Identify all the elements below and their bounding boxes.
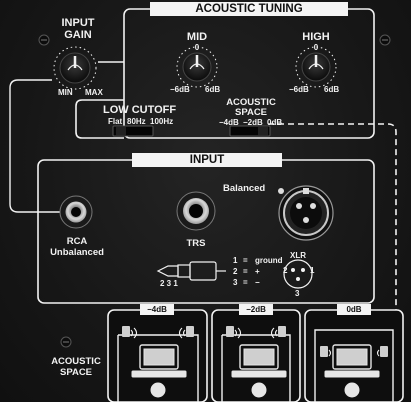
high-knob: [295, 46, 337, 88]
low-cutoff-option: 100Hz: [150, 117, 174, 126]
input-gain-label: INPUT: [61, 17, 95, 29]
low-cutoff-switch: [112, 125, 154, 137]
low-cutoff-label: LOW CUTOFF: [103, 104, 177, 116]
pin-number: 1: [233, 256, 238, 265]
xlr-connector: [278, 185, 334, 241]
xlr-pin-icon: [283, 259, 313, 289]
input-gain-label: GAIN: [64, 29, 92, 41]
rca-jack: [59, 195, 93, 229]
balanced-label: Balanced: [223, 183, 266, 194]
trs-label: TRS: [186, 238, 206, 249]
low-cutoff-option: 80Hz: [127, 117, 146, 126]
high-zero-label: 0: [313, 43, 319, 52]
rca-label: RCA: [66, 236, 88, 247]
trs-plug-numbers: 2 3 1: [160, 279, 178, 288]
pin-number: 2: [233, 267, 238, 276]
gain-min-label: MIN: [58, 88, 73, 97]
acoustic-space-switch: [229, 125, 271, 137]
space-panel-label: −2dB: [239, 304, 273, 315]
space-routing-line: [268, 123, 397, 340]
mid-plus-label: 6dB: [205, 85, 221, 94]
acoustic-space-option: 0dB: [267, 118, 283, 127]
xlr-label: XLR: [290, 251, 306, 260]
high-plus-label: 6dB: [324, 85, 340, 94]
space-panel-label: 0dB: [337, 304, 371, 315]
gain-max-label: MAX: [85, 88, 103, 97]
pin-equals: =: [243, 278, 248, 287]
xlr-pin-label: 1: [310, 266, 315, 275]
low-cutoff-option: Flat: [108, 117, 123, 126]
pin-name: +: [255, 267, 260, 276]
high-label: HIGH: [302, 31, 330, 43]
space-panel-label: −4dB: [140, 304, 174, 315]
pin-equals: =: [243, 267, 248, 276]
input-gain-knob: [53, 46, 97, 90]
xlr-pin-label: 3: [295, 289, 300, 298]
mid-minus-label: −6dB: [170, 85, 190, 94]
acoustic-space-diagram-label: ACOUSTIC: [51, 356, 101, 367]
mid-zero-label: 0: [194, 43, 200, 52]
trs-jack: [176, 191, 216, 231]
acoustic-space-option: −2dB: [243, 118, 263, 127]
unbalanced-label: Unbalanced: [50, 247, 104, 258]
pin-name: −: [255, 278, 260, 287]
high-minus-label: −6dB: [289, 85, 309, 94]
mid-label: MID: [186, 31, 208, 43]
xlr-pin-label: 2: [283, 266, 288, 275]
trs-plug-icon: [156, 261, 226, 281]
pin-number: 3: [233, 278, 238, 287]
mid-knob: [176, 46, 218, 88]
acoustic-space-option: −4dB: [219, 118, 239, 127]
acoustic-tuning-title: ACOUSTIC TUNING: [150, 2, 348, 16]
acoustic-space-diagram-label: SPACE: [59, 367, 93, 378]
pin-name: ground: [255, 256, 283, 265]
input-title: INPUT: [132, 153, 282, 167]
acoustic-space-label: SPACE: [234, 107, 268, 118]
pin-equals: =: [243, 256, 248, 265]
acoustic-space-label: ACOUSTIC: [226, 97, 276, 108]
gain-routing-line: [9, 79, 60, 213]
